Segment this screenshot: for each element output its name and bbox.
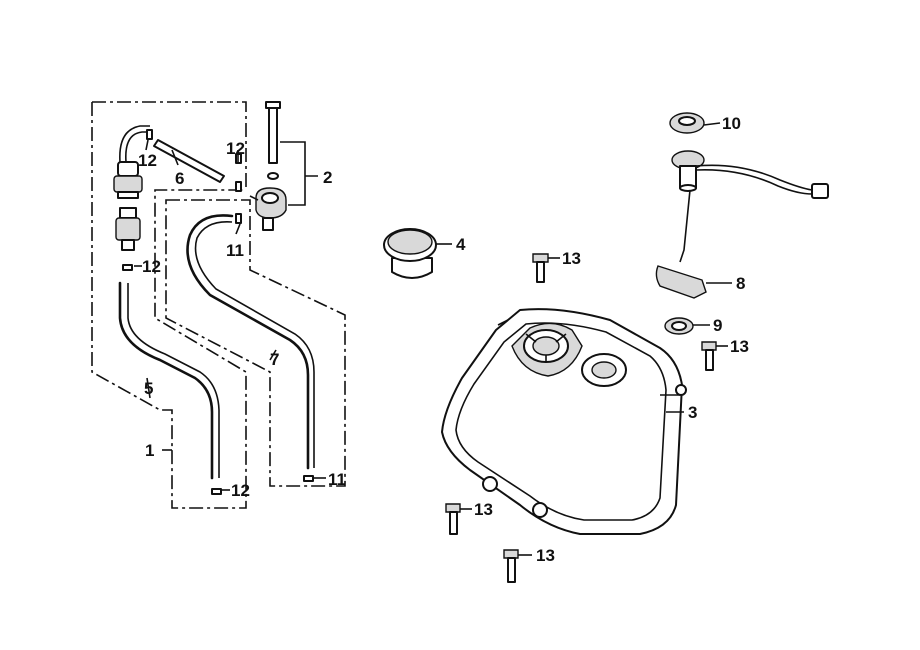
bolt-part-13-top [532, 253, 549, 283]
callout-12-top-mid: 12 [226, 139, 245, 158]
bolt-part-13-bottom [503, 549, 519, 583]
callout-12-bottom: 12 [231, 481, 250, 500]
callout-12-top-left: 12 [138, 151, 157, 170]
callout-10: 10 [722, 114, 741, 133]
callout-7: 7 [270, 350, 279, 369]
fuel-pipe-part-5 [118, 281, 214, 480]
callout-1: 1 [145, 441, 154, 460]
callout-2: 2 [323, 168, 332, 187]
callout-4: 4 [456, 235, 466, 254]
bolt-part-13-left [445, 503, 461, 535]
callout-3: 3 [688, 403, 697, 422]
fuel-sender-part-8 [655, 150, 829, 299]
callout-5: 5 [144, 379, 153, 398]
callout-13-bottom: 13 [536, 546, 555, 565]
callout-12-mid-left: 12 [142, 257, 161, 276]
bolt-part-13-right [701, 341, 717, 371]
callout-11-upper: 11 [226, 241, 244, 260]
gasket-part-9 [664, 317, 694, 335]
rod-part-6 [153, 139, 225, 183]
callout-8: 8 [736, 274, 745, 293]
callout-6: 6 [175, 169, 184, 188]
callout-11-lower: 11 [328, 470, 346, 489]
callout-13-right: 13 [730, 337, 749, 356]
fuel-valve-part-2 [249, 101, 287, 231]
small-hose [119, 125, 150, 163]
hose-part-7-inner [194, 221, 315, 468]
fuel-pipe-part-5-inner [127, 283, 220, 478]
fuel-filter [113, 161, 143, 251]
callout-9: 9 [713, 316, 722, 335]
hose-part-7 [186, 214, 310, 470]
fuel-tank-part-3 [441, 308, 687, 535]
small-hose-2 [125, 131, 150, 163]
group-outline-1 [91, 101, 247, 509]
callout-13-left: 13 [474, 500, 493, 519]
lock-ring-part-10 [669, 112, 705, 134]
callout-13-top: 13 [562, 249, 581, 268]
group-outline-7 [165, 199, 346, 487]
bracket-2 [280, 141, 318, 206]
fuel-cap-part-4 [383, 228, 437, 279]
clamps [122, 129, 314, 495]
leader-lines [134, 122, 732, 556]
